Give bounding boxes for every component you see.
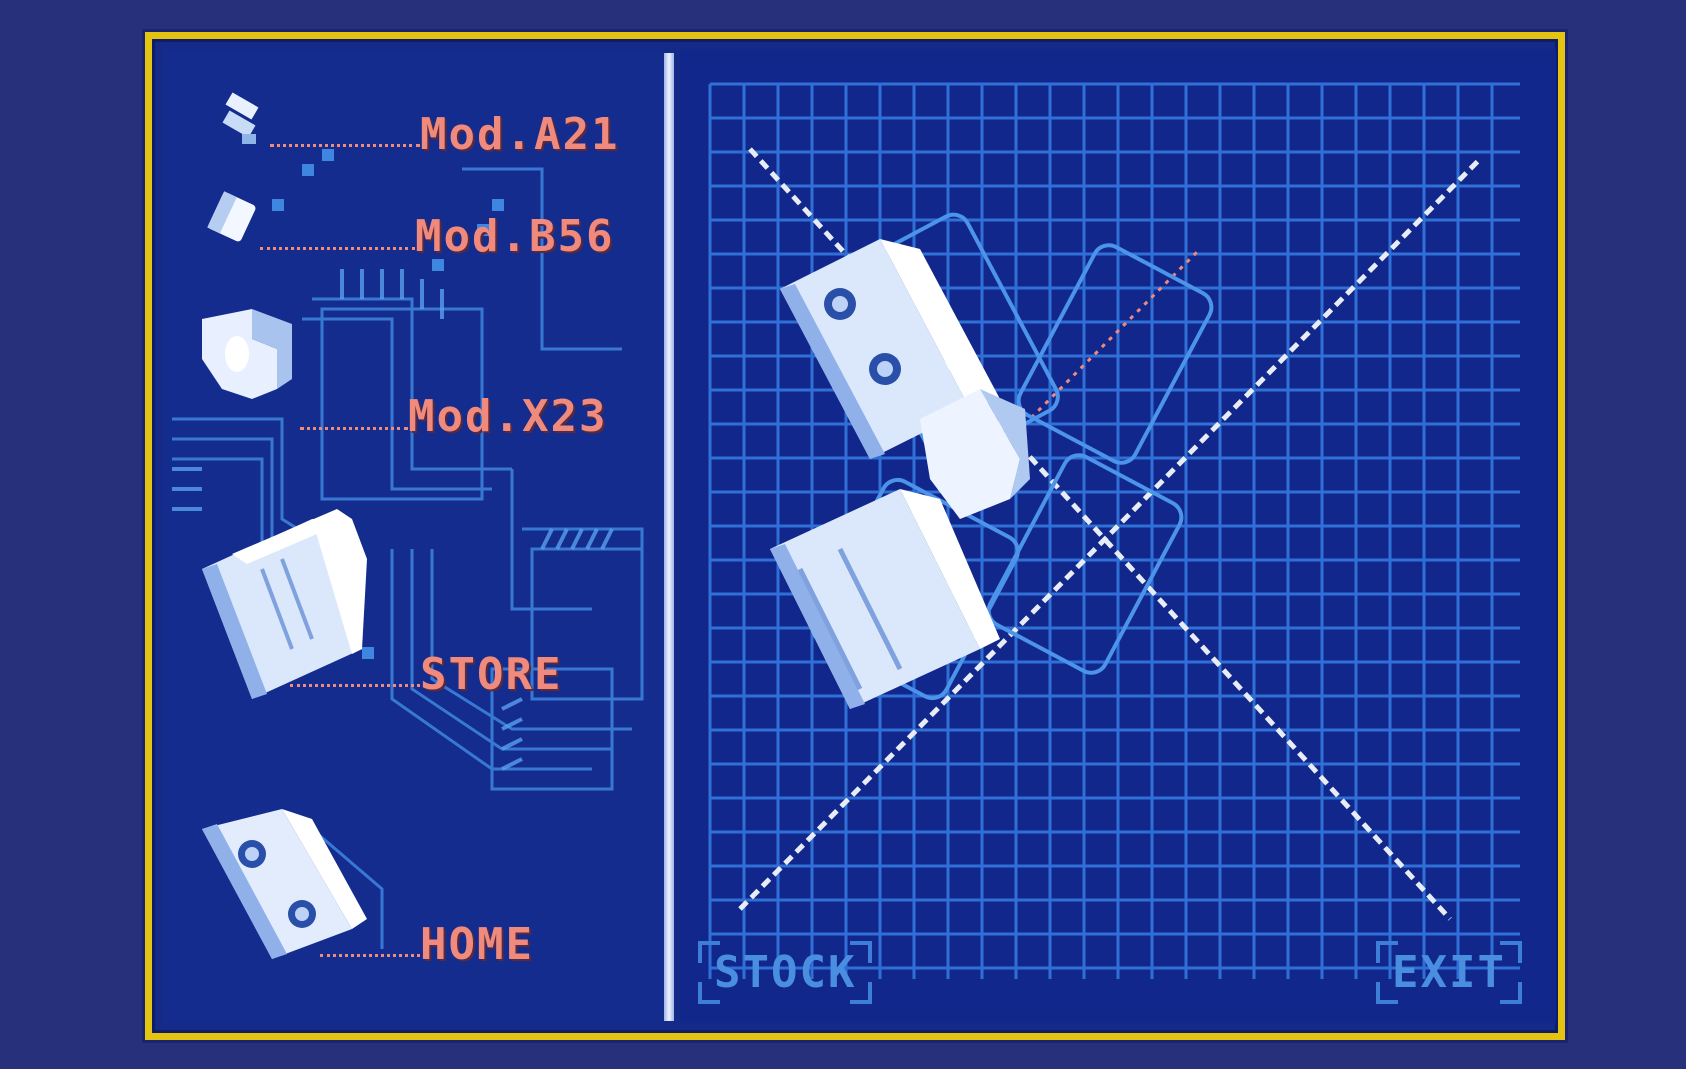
- mod-x23-leader: [300, 427, 408, 430]
- station-module-upper: [780, 239, 970, 459]
- assembly-grid: [708, 82, 1520, 979]
- mod-a21-leader: [270, 144, 420, 147]
- module-list-panel: Mod.A21 Mod.B56 Mod.X23 STORE HOME: [162, 49, 664, 1023]
- porthole-glass: [832, 296, 848, 312]
- panel-divider: [664, 53, 674, 1021]
- station-connector-side: [980, 389, 1030, 499]
- station-module-upper-highlight: [880, 239, 1000, 409]
- exit-button[interactable]: EXIT: [1376, 941, 1522, 1004]
- game-screen-frame: Mod.A21 Mod.B56 Mod.X23 STORE HOME STOCK…: [145, 32, 1565, 1040]
- station-module-lower-highlight: [900, 489, 1000, 649]
- module-seam: [797, 567, 863, 691]
- menu-item-mod-x23[interactable]: Mod.X23: [408, 391, 608, 442]
- mod-a21-part: [222, 92, 259, 144]
- wireframe-module-right: [1016, 243, 1214, 465]
- exit-button-label: EXIT: [1392, 947, 1506, 998]
- wireframe-module-lower-right: [986, 453, 1184, 675]
- mod-x23-part: [202, 309, 292, 399]
- home-leader: [320, 954, 420, 957]
- menu-item-mod-b56[interactable]: Mod.B56: [415, 211, 615, 262]
- porthole-glass: [877, 361, 893, 377]
- assembly-grid-panel: STOCK EXIT: [680, 49, 1556, 1023]
- module-seam: [837, 547, 903, 671]
- mod-b56-part: [207, 191, 256, 242]
- stock-button[interactable]: STOCK: [698, 941, 873, 1004]
- axis-line-diagonal-down: [748, 147, 1452, 921]
- menu-item-home[interactable]: HOME: [420, 919, 534, 970]
- home-module-part: [202, 809, 367, 959]
- circuit-board-background: [172, 92, 644, 959]
- stock-button-label: STOCK: [714, 947, 857, 998]
- alignment-guide-red: [1008, 247, 1202, 441]
- station-connector: [920, 389, 1020, 519]
- station-module-lower-shadow: [770, 544, 865, 709]
- station-module-upper-shadow: [780, 284, 885, 459]
- menu-item-store[interactable]: STORE: [420, 649, 563, 700]
- store-module-part: [202, 509, 367, 699]
- menu-item-mod-a21[interactable]: Mod.A21: [420, 109, 620, 160]
- store-leader: [290, 684, 420, 687]
- mod-b56-leader: [260, 247, 415, 250]
